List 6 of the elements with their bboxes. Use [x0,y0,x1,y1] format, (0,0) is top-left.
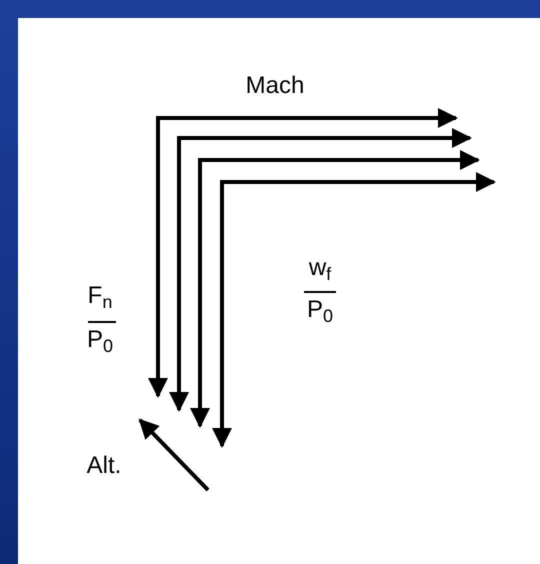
axis-label: F$_{n}$ [88,284,112,308]
axis-label: Mach [246,74,304,98]
axis-label: Alt. [86,454,122,478]
axis-label: P$_{0}$ [86,328,114,352]
axis-label: w$_{f}$ [308,256,332,280]
axis-label: P$_{0}$ [306,298,334,322]
